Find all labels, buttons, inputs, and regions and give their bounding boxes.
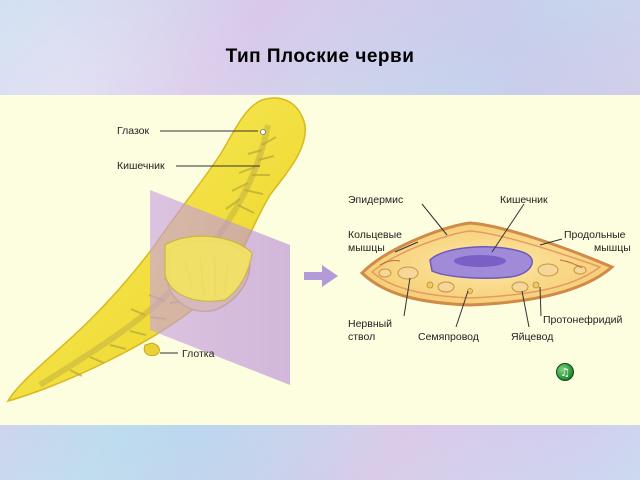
- label-kishechnik-left: Кишечник: [117, 160, 165, 172]
- label-semyaprovod: Семяпровод: [418, 331, 479, 343]
- label-nervny-1: Нервный: [348, 318, 392, 330]
- cross-section: [359, 221, 615, 307]
- worm-section-front: [164, 235, 253, 302]
- music-note-icon[interactable]: ♫: [556, 363, 574, 381]
- arrow-icon: [304, 265, 338, 287]
- leader-lines-right: [394, 203, 563, 328]
- label-protonefridiy: Протонефридий: [543, 314, 623, 326]
- label-koltsevye-2: мышцы: [348, 242, 385, 254]
- label-koltsevye-1: Кольцевые: [348, 229, 402, 241]
- label-glazok: Глазок: [117, 125, 149, 137]
- page-title: Тип Плоские черви: [225, 46, 415, 67]
- diagram-svg: Глазок Кишечник Глотка: [6, 97, 631, 403]
- label-glotka: Глотка: [182, 348, 215, 360]
- diagram-panel: Глазок Кишечник Глотка: [0, 95, 640, 425]
- label-epidermis: Эпидермис: [348, 194, 403, 206]
- label-nervny-2: ствол: [348, 331, 375, 343]
- label-prodolnye-1: Продольные: [564, 229, 626, 241]
- label-prodolnye-2: мышцы: [594, 242, 631, 254]
- label-kishechnik-right: Кишечник: [500, 194, 548, 206]
- label-yajtsevod: Яйцевод: [511, 331, 553, 343]
